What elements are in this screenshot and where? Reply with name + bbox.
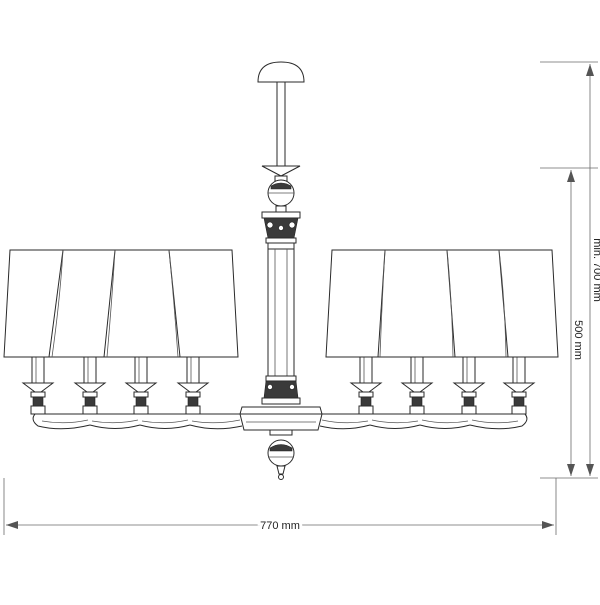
upper-capital: [261, 211, 301, 250]
central-column: [267, 248, 295, 377]
width-dimension: 770 mm: [3, 478, 557, 535]
lower-finial: [267, 439, 295, 480]
candle-holder: [21, 356, 55, 415]
body-height-label: 500 mm: [572, 320, 584, 360]
left-shade-group: [3, 249, 239, 358]
candle-holder: [349, 356, 383, 415]
candle-holder: [400, 356, 434, 415]
width-label: 770 mm: [260, 520, 300, 532]
min-height-label: min. 700 mm: [591, 238, 600, 302]
central-hub: [239, 406, 323, 436]
right-shade-group: [325, 249, 559, 358]
candle-holder: [176, 356, 210, 415]
ceiling-mount: [257, 61, 305, 166]
candle-holders: [21, 356, 536, 415]
height-dimensions: min. 700 mm 500 mm: [540, 61, 600, 479]
candle-holder: [124, 356, 158, 415]
lower-capital: [261, 375, 301, 405]
left-arm: [32, 413, 243, 430]
candle-holder: [73, 356, 107, 415]
candle-holder: [502, 356, 536, 415]
upper-ball: [261, 165, 301, 213]
candle-holder: [452, 356, 486, 415]
right-arm: [319, 413, 528, 430]
